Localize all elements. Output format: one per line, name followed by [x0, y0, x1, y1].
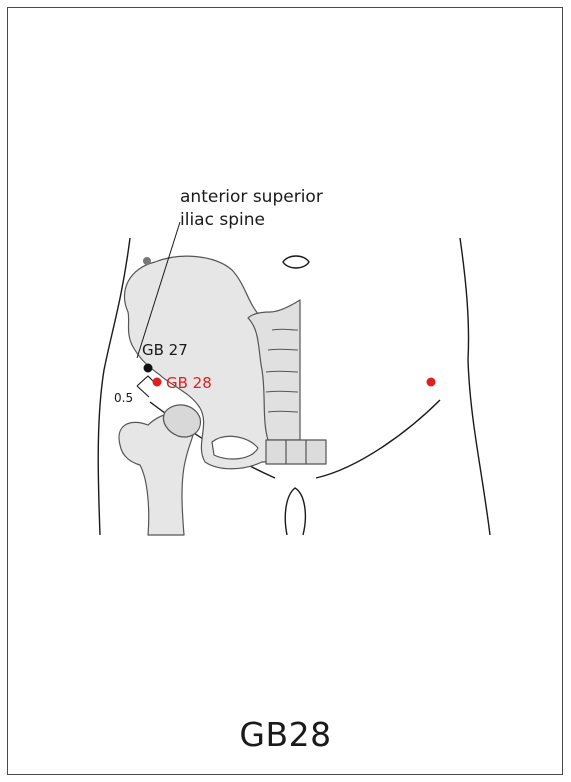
gb28-label: GB 28 [166, 374, 212, 392]
landmark-label-line1: anterior superior [180, 187, 323, 207]
gb27-point [144, 364, 153, 373]
left-body-contour [98, 238, 130, 535]
navel [283, 256, 309, 268]
measure-label: 0.5 [114, 391, 133, 405]
gb27-label: GB 27 [142, 341, 188, 359]
pelvis-skeleton [119, 256, 326, 535]
gb28-point-right [427, 378, 436, 387]
genital-contour [285, 488, 305, 535]
marker-grey-dot [143, 257, 151, 265]
right-body-contour [460, 238, 490, 535]
right-inguinal-line [316, 400, 440, 478]
pubic-symphysis [266, 440, 326, 464]
landmark-label-line2: iliac spine [180, 210, 265, 230]
gb28-point [153, 378, 162, 387]
figure-caption: GB28 [0, 715, 571, 754]
